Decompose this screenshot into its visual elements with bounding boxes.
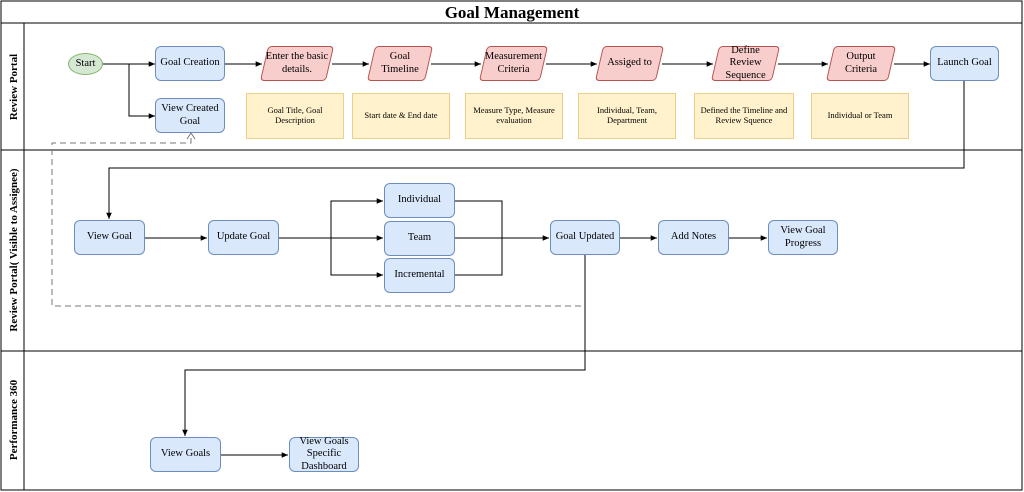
view-created-goal-node[interactable]: View Created Goal bbox=[155, 98, 225, 133]
measurement-criteria-node[interactable]: Measurement Criteria bbox=[478, 46, 549, 81]
edge-incremental-merge bbox=[455, 238, 503, 276]
launch-goal-label: Launch Goal bbox=[937, 57, 992, 69]
individual-node[interactable]: Individual bbox=[384, 183, 455, 218]
note-measurement: Measure Type, Measure evaluation bbox=[465, 93, 563, 139]
lane-label-review-portal: Review Portal bbox=[8, 54, 20, 120]
note-output: Individual or Team bbox=[811, 93, 909, 139]
dashed-arrowhead bbox=[186, 132, 196, 140]
edge-launch-to-view-goal bbox=[106, 81, 965, 219]
note-timeline-text: Start date & End date bbox=[364, 110, 438, 121]
view-goals-label: View Goals bbox=[160, 448, 211, 460]
goal-timeline-node[interactable]: Goal Timeline bbox=[366, 46, 434, 81]
note-review-sequence: Defined the Timeline and Review Squence bbox=[694, 93, 794, 139]
goal-timeline-label: Goal Timeline bbox=[381, 51, 419, 75]
team-label: Team bbox=[407, 232, 432, 244]
note-basic-details-text: Goal Title, Goal Description bbox=[267, 105, 323, 125]
note-output-text: Individual or Team bbox=[827, 110, 893, 121]
incremental-label: Incremental bbox=[394, 269, 445, 281]
add-notes-label: Add Notes bbox=[670, 231, 717, 243]
note-assigned: Individual, Team, Department bbox=[578, 93, 676, 139]
note-measurement-text: Measure Type, Measure evaluation bbox=[473, 105, 555, 125]
start-label: Start bbox=[75, 57, 96, 69]
goal-creation-label: Goal Creation bbox=[160, 57, 220, 69]
view-goals-dashboard-node[interactable]: View Goals Specific Dashboard bbox=[289, 436, 359, 472]
team-node[interactable]: Team bbox=[384, 221, 455, 256]
goal-updated-label: Goal Updated bbox=[555, 231, 615, 243]
view-goal-node[interactable]: View Goal bbox=[74, 220, 145, 255]
view-goal-progress-node[interactable]: View Goal Progress bbox=[768, 220, 838, 255]
view-goals-node[interactable]: View Goals bbox=[150, 437, 221, 472]
edge-goal-updated-to-view-goals bbox=[182, 255, 586, 436]
update-goal-label: Update Goal bbox=[216, 231, 271, 243]
edge-dashed-feedback bbox=[51, 136, 581, 307]
note-assigned-text: Individual, Team, Department bbox=[597, 105, 657, 125]
add-notes-node[interactable]: Add Notes bbox=[658, 220, 729, 255]
output-criteria-node[interactable]: Output Criteria bbox=[825, 46, 897, 81]
measurement-criteria-label: Measurement Criteria bbox=[484, 51, 543, 75]
assigned-to-label: Assiged to bbox=[607, 57, 652, 69]
define-review-sequence-node[interactable]: Define Review Sequence bbox=[710, 45, 781, 81]
individual-label: Individual bbox=[397, 194, 442, 206]
view-goal-progress-label: View Goal Progress bbox=[780, 225, 826, 249]
launch-goal-node[interactable]: Launch Goal bbox=[930, 46, 999, 81]
view-goals-dashboard-label: View Goals Specific Dashboard bbox=[299, 436, 349, 472]
incremental-node[interactable]: Incremental bbox=[384, 258, 455, 293]
output-criteria-label: Output Criteria bbox=[844, 51, 878, 75]
lane-label-review-portal-assignee: Review Portal( Visible to Assignee) bbox=[8, 168, 20, 331]
diagram-title: Goal Management bbox=[445, 3, 580, 22]
goal-creation-node[interactable]: Goal Creation bbox=[155, 46, 225, 81]
lane-label-performance-360: Performance 360 bbox=[8, 379, 20, 460]
enter-basic-details-label: Enter the basic details. bbox=[265, 51, 329, 75]
goal-updated-node[interactable]: Goal Updated bbox=[550, 220, 620, 255]
edge-update-to-individual bbox=[330, 198, 383, 238]
note-review-sequence-text: Defined the Timeline and Review Squence bbox=[700, 105, 788, 125]
view-goal-label: View Goal bbox=[86, 231, 133, 243]
note-basic-details: Goal Title, Goal Description bbox=[246, 93, 344, 139]
assigned-to-node[interactable]: Assiged to bbox=[594, 46, 665, 81]
view-created-goal-label: View Created Goal bbox=[161, 103, 219, 127]
enter-basic-details-node[interactable]: Enter the basic details. bbox=[259, 46, 335, 81]
edge-start-to-view-created-goal bbox=[128, 64, 155, 119]
update-goal-node[interactable]: Update Goal bbox=[208, 220, 279, 255]
edge-individual-merge bbox=[455, 200, 503, 238]
note-timeline: Start date & End date bbox=[352, 93, 450, 139]
edge-update-to-incremental bbox=[330, 238, 383, 278]
define-review-sequence-label: Define Review Sequence bbox=[725, 45, 766, 81]
start-node[interactable]: Start bbox=[68, 53, 103, 75]
